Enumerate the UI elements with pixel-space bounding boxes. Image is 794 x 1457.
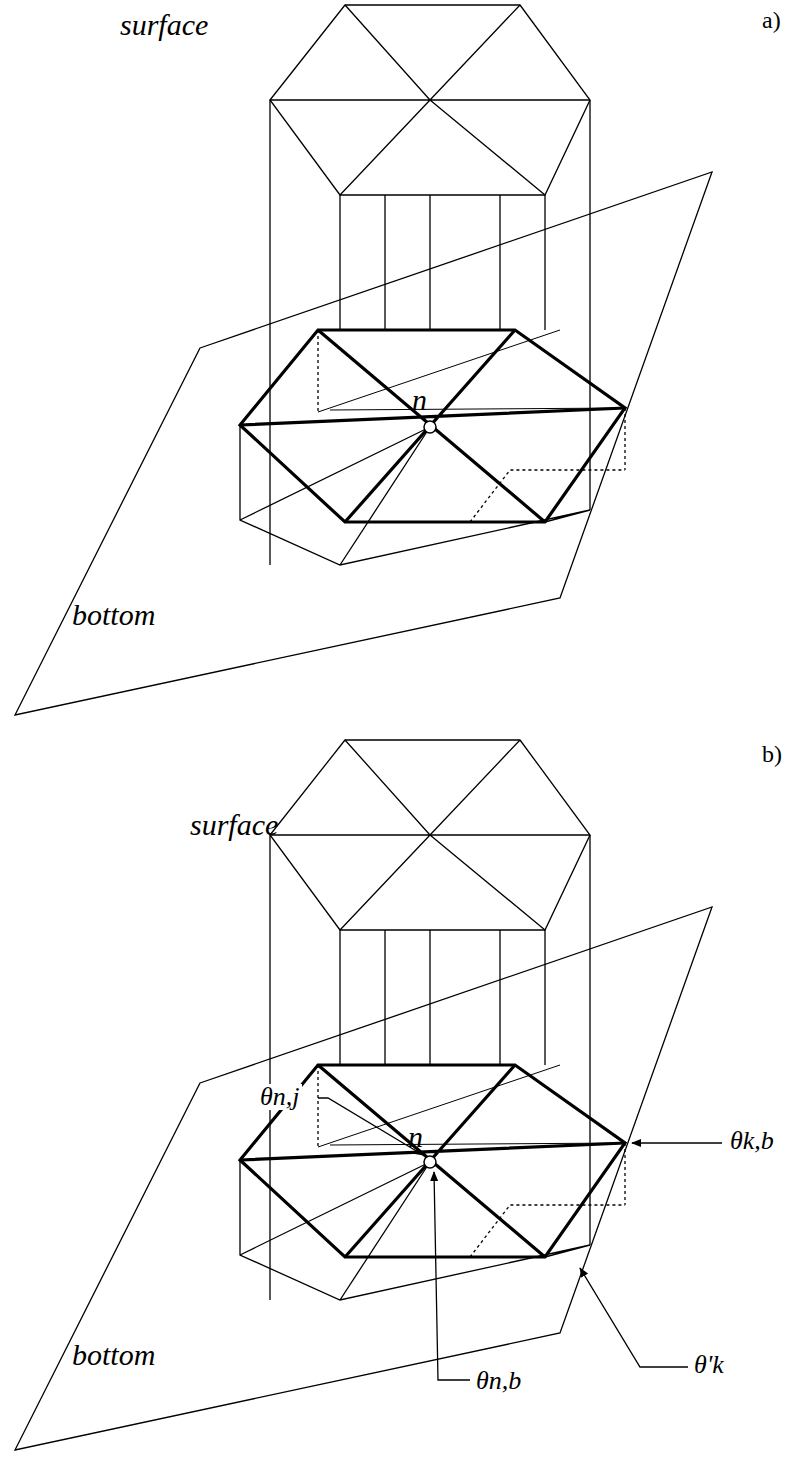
node-name: n	[408, 1122, 423, 1152]
angle-label: θk,b	[728, 1128, 776, 1154]
node-name: n	[412, 385, 427, 415]
panel-tag: b)	[762, 742, 782, 766]
angle-label: θn,b	[474, 1368, 523, 1394]
angle-label: θ'k	[692, 1352, 726, 1378]
surface-label: surface	[120, 10, 208, 40]
surface-label: surface	[190, 810, 278, 840]
leader-lines	[318, 1098, 722, 1380]
panel-tag: a)	[762, 8, 781, 32]
bottom-label: bottom	[72, 600, 155, 630]
bottom-label: bottom	[72, 1340, 155, 1370]
angle-label: θn,j	[258, 1084, 302, 1110]
